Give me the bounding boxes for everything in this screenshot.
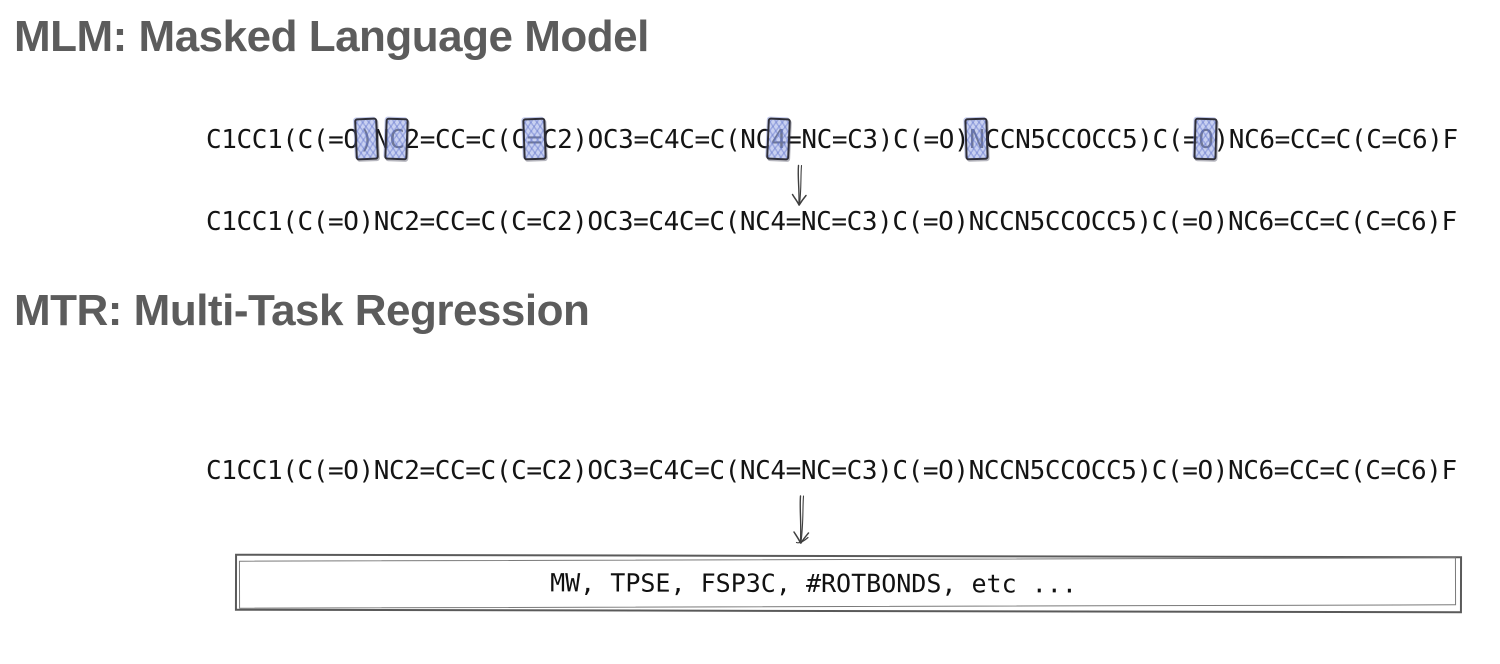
mlm-predicted-smiles: C1CC1(C(=O)NC2=CC=C(C=C2)OC3=C4C=C(NC4=N… — [206, 207, 1457, 237]
mtr-section-title: MTR: Multi-Task Regression — [14, 286, 590, 335]
regression-targets-box: MW, TPSE, FSP3C, #ROTBONDS, etc ... — [234, 553, 1463, 614]
masked-token: = — [526, 125, 543, 155]
masked-token: 4 — [770, 125, 787, 155]
mlm-masked-smiles: C1CC1(C(=O)NC2=CC=C(C=C2)OC3=C4C=C(NC4=N… — [206, 125, 1458, 155]
masked-token: C — [389, 125, 405, 155]
mtr-input-smiles: C1CC1(C(=O)NC2=CC=C(C=C2)OC3=C4C=C(NC4=N… — [206, 456, 1457, 486]
down-arrow-icon — [791, 164, 807, 206]
masked-token: N — [969, 125, 985, 155]
mlm-section-title: MLM: Masked Language Model — [14, 12, 649, 61]
masked-token: ) — [358, 125, 375, 155]
down-arrow-icon — [793, 495, 810, 544]
masked-token: O — [1198, 125, 1214, 155]
regression-targets-label: MW, TPSE, FSP3C, #ROTBONDS, etc ... — [550, 568, 1077, 599]
